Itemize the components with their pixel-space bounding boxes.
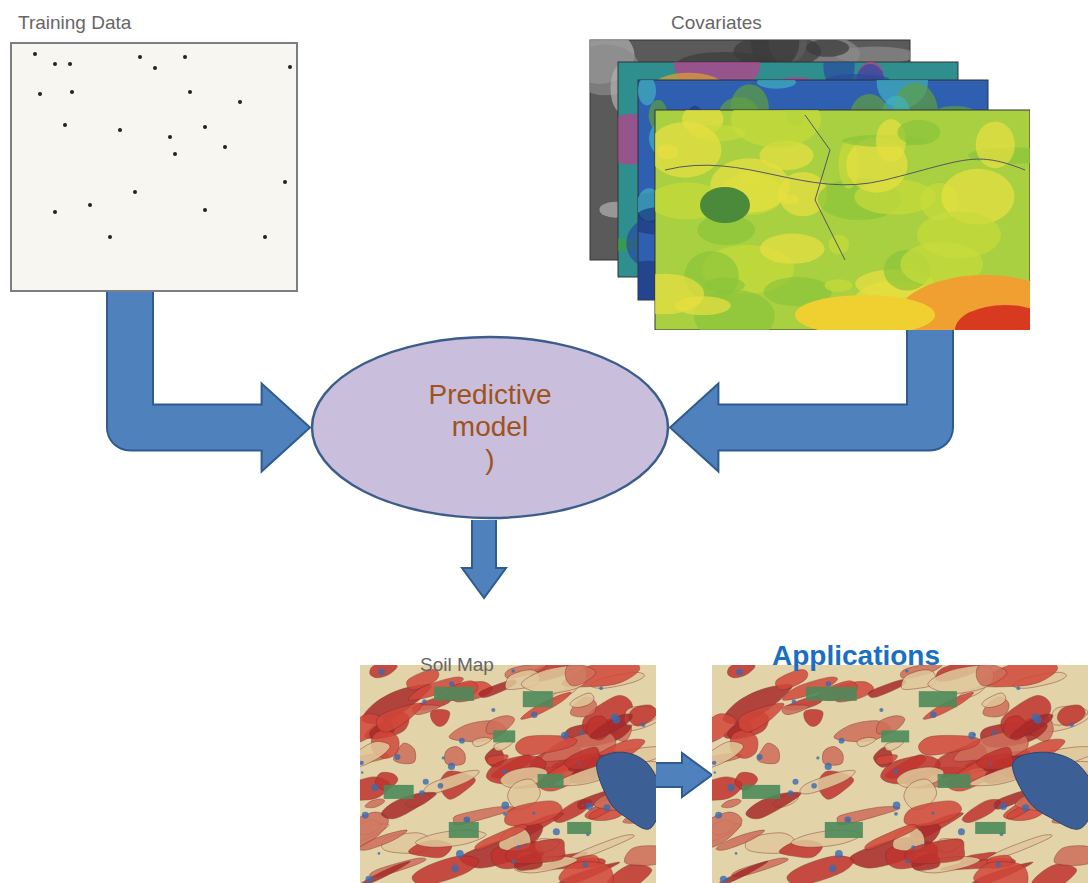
sample-point xyxy=(68,62,72,66)
sample-point xyxy=(33,52,37,56)
arrow-body xyxy=(715,330,930,428)
arrow-body xyxy=(473,520,495,571)
process-label: ) xyxy=(485,444,494,476)
sample-point xyxy=(70,90,74,94)
sample-point xyxy=(183,55,187,59)
panel-heading: Covariates xyxy=(671,12,762,34)
sample-points-figure xyxy=(10,42,298,292)
sample-point xyxy=(188,90,192,94)
block-arrow xyxy=(670,330,930,472)
sample-point xyxy=(53,62,57,66)
ellipse-label-box: Predictive model) xyxy=(310,335,670,520)
arrow-body xyxy=(130,292,265,428)
panel-heading: Training Data xyxy=(18,12,131,34)
sample-point xyxy=(173,152,177,156)
arrow-head xyxy=(462,568,506,598)
sample-point xyxy=(168,135,172,139)
soil-map-figure xyxy=(712,665,1088,883)
arrow-head xyxy=(670,384,718,472)
figure-frame xyxy=(11,43,297,291)
sample-point xyxy=(288,65,292,69)
sample-point xyxy=(263,235,267,239)
process-label: Predictive model xyxy=(390,379,590,443)
sample-point xyxy=(53,210,57,214)
arrow-body xyxy=(656,764,685,786)
figure-panel: Training Data xyxy=(10,12,298,292)
block-arrow xyxy=(462,520,506,598)
panel-heading: Soil Map xyxy=(420,654,494,676)
block-arrow xyxy=(130,292,310,472)
sample-point xyxy=(203,208,207,212)
figure-panel: Covariates xyxy=(583,10,1030,330)
sample-point xyxy=(118,128,122,132)
arrow-head xyxy=(682,753,712,797)
sample-point xyxy=(153,66,157,70)
sample-point xyxy=(63,123,67,127)
sample-point xyxy=(238,100,242,104)
process-ellipse: Predictive model) xyxy=(310,335,670,520)
soil-map-figure xyxy=(360,665,656,883)
sample-point xyxy=(283,180,287,184)
sample-point xyxy=(108,235,112,239)
sample-point xyxy=(138,55,142,59)
block-arrow xyxy=(656,753,712,797)
sample-point xyxy=(203,125,207,129)
sample-point xyxy=(133,190,137,194)
figure-panel: Soil Map xyxy=(360,598,656,883)
covariate-layers-figure xyxy=(583,10,1030,330)
sample-point xyxy=(223,145,227,149)
figure-panel: Applications xyxy=(712,640,1088,883)
applications-heading: Applications xyxy=(772,640,940,672)
arrow-head xyxy=(262,384,310,472)
covariate-layer xyxy=(625,92,1030,330)
sample-point xyxy=(38,92,42,96)
sample-point xyxy=(88,203,92,207)
